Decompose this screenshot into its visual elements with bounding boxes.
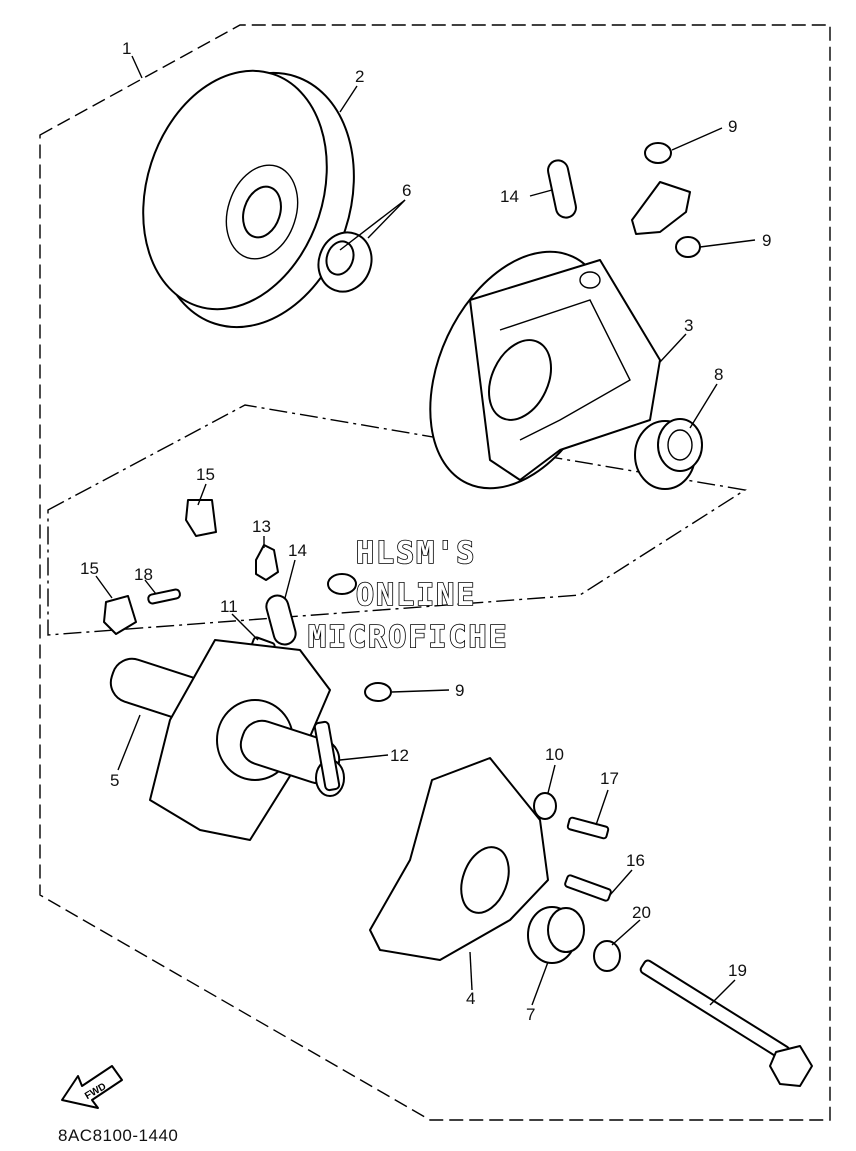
callout-5: 5 [110,771,119,790]
callout-18: 18 [134,565,153,584]
callout-20: 20 [632,903,651,922]
bolt-16 [564,874,612,902]
callout-9a: 9 [728,117,737,136]
callout-10: 10 [545,745,564,764]
callout-13: 13 [252,517,271,536]
bushing-7 [527,906,585,964]
callout-9c: 9 [455,681,464,700]
callout-15b: 15 [80,559,99,578]
callout-17: 17 [600,769,619,788]
slider-15b [103,595,137,635]
watermark-line-2: ONLINE [356,578,476,613]
callout-2: 2 [355,67,364,86]
bolt-17 [566,816,610,840]
watermark-line-1: HLSM'S [356,536,476,571]
sheave-housing [429,250,661,490]
long-bolt-19 [639,959,813,1087]
bracket [631,181,691,235]
washer-10 [533,792,557,820]
leader-lines [95,55,756,1006]
split-collar [317,231,373,293]
callout-6: 6 [402,181,411,200]
bushing-8 [634,418,703,490]
subassembly-boundary [47,404,747,636]
callout-7: 7 [526,1005,535,1024]
washer-20 [593,940,621,972]
callout-12: 12 [390,746,409,765]
cover-plate [369,757,549,961]
watermark: HLSM'S ONLINE MICROFICHE [307,535,509,656]
nut-13 [255,544,279,581]
callout-1: 1 [122,39,131,58]
slider-15a [185,499,217,537]
pin-top [547,159,577,219]
callout-4: 4 [466,989,475,1008]
washer-9d [327,573,357,595]
callout-labels: 1 2 3 4 5 6 7 8 9 9 9 10 11 12 13 14 14 … [80,39,771,1024]
assembly-boundary [39,24,831,1121]
bolt-12 [313,720,341,792]
callout-3: 3 [684,316,693,335]
callout-16: 16 [626,851,645,870]
washer-9c [364,682,392,702]
washer-9b [675,236,701,258]
fwd-arrow-icon: FWD [61,1065,123,1109]
callout-14a: 14 [500,187,519,206]
part-code: 8AC8100-1440 [58,1126,179,1145]
washer-9a [644,142,672,164]
watermark-line-3: MICROFICHE [308,620,509,655]
callout-11: 11 [220,597,238,616]
spider-shaft [109,639,345,841]
callout-15a: 15 [196,465,215,484]
sheave-disc [142,69,355,329]
callout-14b: 14 [288,541,307,560]
callout-9b: 9 [762,231,771,250]
pin-18 [147,588,181,605]
callout-19: 19 [728,961,747,980]
pin-14b [265,594,297,646]
callout-8: 8 [714,365,723,384]
